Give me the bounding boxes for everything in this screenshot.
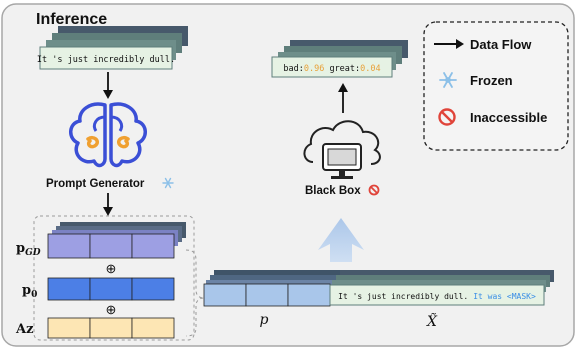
legend-inaccessible-label: Inaccessible (470, 110, 547, 125)
prompt-az-row (47, 317, 175, 339)
label-sub: GD (25, 248, 41, 258)
brain-icon (69, 102, 147, 168)
prompt-p0-label: p0 (22, 283, 37, 300)
prohibited-icon (438, 108, 456, 126)
snowflake-icon (162, 177, 174, 189)
great-label: great: (324, 64, 360, 74)
prompt-gd-label: pGD (16, 241, 41, 258)
text-symbol-x: X̃ (426, 312, 438, 330)
sequence-template: It was <MASK> (473, 292, 536, 301)
prompt-gd-cells (47, 233, 175, 259)
great-value: 0.04 (360, 64, 380, 74)
arrow-head (103, 207, 113, 216)
sequence-sentence: It 's just incredibly dull. (338, 292, 468, 301)
panel-title: Inference (36, 11, 107, 28)
label-sub: 0 (31, 290, 37, 300)
black-box-label: Black Box (305, 185, 361, 197)
label-main: p (22, 283, 31, 298)
text-card-stack: It 's just incredibly dull. It was <MASK> (329, 270, 554, 306)
prompt-az-label: Az (15, 322, 33, 337)
sum-operator: ⊕ (106, 261, 117, 276)
big-up-arrow (318, 218, 364, 262)
arrow-right-icon (434, 39, 464, 49)
arrow-head (338, 83, 348, 92)
prompt-symbol-p: p (260, 312, 269, 328)
input-card-text: It 's just incredibly dull. (37, 55, 175, 65)
arrow-head (103, 90, 113, 99)
output-card-stack: bad:0.96 great:0.04 (271, 40, 408, 78)
bad-value: 0.96 (304, 64, 324, 74)
prompt-gd-stack (47, 222, 186, 259)
legend: Data Flow Frozen Inaccessible (423, 21, 569, 151)
prompt-group-box (33, 215, 195, 341)
snowflake-icon (439, 72, 457, 88)
prompt-brace (185, 249, 205, 337)
output-scores: bad:0.96 great:0.04 (283, 64, 380, 74)
legend-data-flow-label: Data Flow (470, 37, 532, 52)
sum-operator: ⊕ (106, 302, 117, 317)
legend-frozen-label: Frozen (470, 73, 513, 88)
prompt-generator-label: Prompt Generator (46, 178, 145, 190)
bad-label: bad: (283, 64, 303, 74)
sequence-text: It 's just incredibly dull. It was <MASK> (338, 292, 536, 301)
prohibited-icon (368, 184, 380, 196)
cloud-computer-icon (303, 120, 381, 179)
input-card-stack: It 's just incredibly dull. (37, 26, 188, 70)
label-main: p (16, 241, 25, 256)
prompt-embedding-stack (203, 270, 340, 307)
prompt-p0-row (47, 277, 175, 301)
